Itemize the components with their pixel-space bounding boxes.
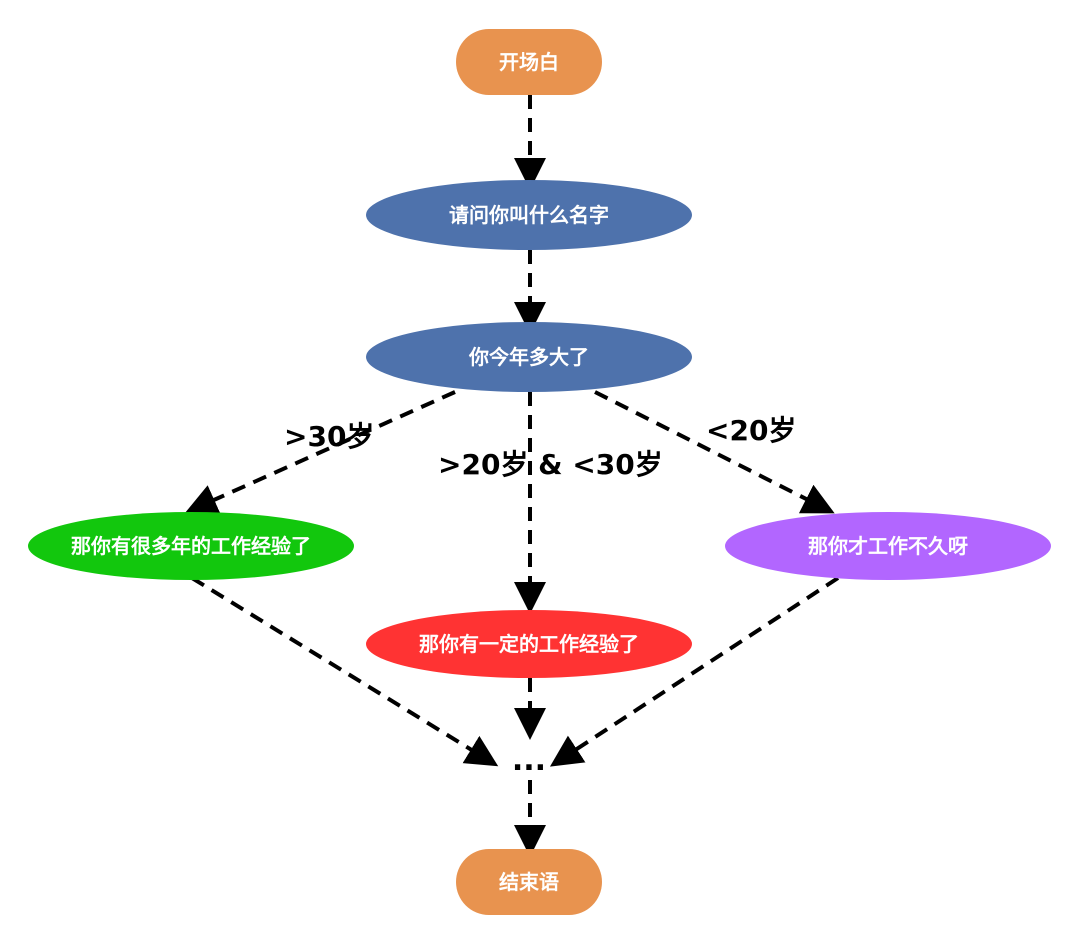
- node-end-shape: [456, 849, 602, 915]
- label-between: >20岁 & <30岁: [438, 448, 663, 481]
- node-over30-label: 那你有很多年的工作经验了: [71, 534, 311, 558]
- node-end: 结束语: [456, 849, 602, 915]
- node-under20: 那你才工作不久呀: [725, 512, 1051, 580]
- edge-age-to-over30: [185, 390, 456, 515]
- node-start-shape: [456, 29, 602, 95]
- node-under20-shape: [725, 512, 1051, 580]
- node-ask-age: 你今年多大了: [366, 322, 692, 392]
- node-start: 开场白: [456, 29, 602, 95]
- node-over30: 那你有很多年的工作经验了: [28, 512, 354, 580]
- node-ellipsis: ...: [512, 743, 546, 778]
- label-over30: >30岁: [284, 420, 374, 453]
- node-between: 那你有一定的工作经验了: [366, 610, 692, 678]
- edge-over30-to-ellipsis: [190, 576, 499, 767]
- edge-labels: >30岁 >20岁 & <30岁 <20岁: [284, 414, 796, 481]
- label-under20: <20岁: [706, 414, 796, 447]
- edge-under20-to-ellipsis: [549, 576, 840, 767]
- edge-age-to-under20: [594, 390, 835, 514]
- node-ask-name: 请问你叫什么名字: [366, 180, 692, 250]
- node-over30-shape: [28, 512, 354, 580]
- node-ask-name-shape: [366, 180, 692, 250]
- node-ask-name-label: 请问你叫什么名字: [449, 203, 609, 227]
- node-start-label: 开场白: [499, 50, 559, 74]
- node-between-shape: [366, 610, 692, 678]
- node-end-label: 结束语: [499, 870, 559, 894]
- node-ask-age-shape: [366, 322, 692, 392]
- node-ask-age-label: 你今年多大了: [468, 345, 589, 369]
- edges: [185, 95, 840, 857]
- node-between-label: 那你有一定的工作经验了: [419, 632, 639, 656]
- node-under20-label: 那你才工作不久呀: [808, 534, 968, 558]
